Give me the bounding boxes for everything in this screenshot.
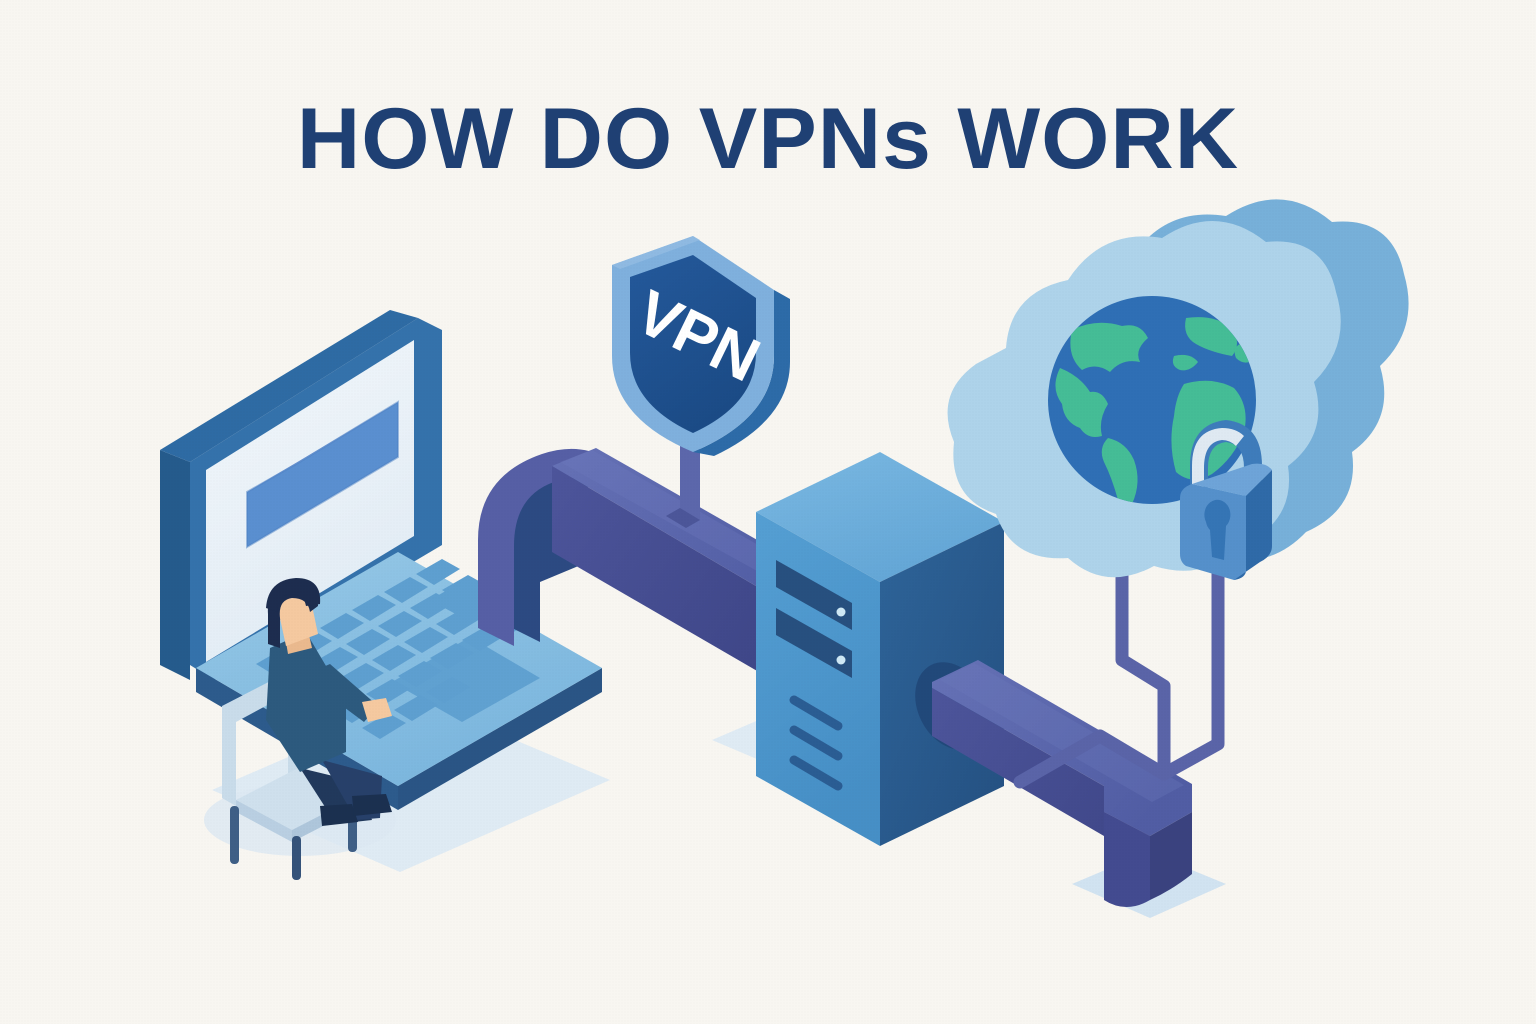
server-drive-bay-2 [776, 608, 852, 678]
laptop-lid-bezel-edge [160, 310, 418, 462]
person-shoe-back [320, 804, 358, 826]
shield-face [630, 255, 756, 433]
person-shoe-front [352, 794, 392, 816]
tunnel-mouth-rim [478, 448, 606, 646]
tunnel-foot-side [1150, 812, 1192, 900]
server-drive-bay-1 [776, 560, 852, 630]
envelope-outline [246, 400, 399, 549]
padlock-shackle-inner [1192, 428, 1244, 510]
laptop-lid-back [160, 450, 190, 680]
user-workstation [160, 310, 602, 880]
chair-leg-front-right [292, 836, 301, 880]
envelope-icon [246, 400, 399, 549]
shield-rim-highlight [612, 236, 700, 269]
padlock-body-side [1234, 470, 1272, 580]
server-led-1 [836, 607, 846, 617]
person-hand [362, 698, 392, 722]
server-vents [789, 695, 843, 791]
tunnel-top-face-right [932, 660, 1192, 836]
laptop-screen-assembly [160, 310, 442, 680]
page-title: HOW DO VPNs WORK [296, 91, 1240, 187]
envelope-body-right [348, 402, 398, 487]
globe-icon [1048, 296, 1256, 504]
shield-stem-shade [666, 508, 700, 528]
person-hair-top [266, 578, 321, 612]
shield-stem [666, 440, 700, 528]
person-face [276, 596, 318, 646]
server-front-face [756, 512, 880, 846]
chair-seat-edge [236, 800, 292, 842]
person-arm [302, 664, 378, 722]
server-led-2 [836, 655, 846, 665]
tunnel-foot-front [1104, 812, 1150, 907]
vpn-server [756, 452, 1004, 846]
connector-path-right [1157, 561, 1225, 781]
vpn-tunnel-right [932, 660, 1192, 907]
chair-back [222, 672, 302, 806]
tunnel-side-face-right [932, 688, 1150, 900]
shield-stem-bar [666, 440, 700, 528]
laptop-base-right-edge [398, 668, 602, 810]
padlock-keyhole [1204, 499, 1231, 560]
padlock-body-top [1192, 463, 1272, 496]
shield-depth-edge [693, 290, 790, 456]
internet-cloud [947, 199, 1409, 580]
tunnel-side-face-left [552, 466, 790, 690]
connector-path-left [1013, 555, 1171, 789]
server-top-face [756, 452, 1004, 582]
padlock-icon [1180, 420, 1272, 580]
vpn-shield: VPN [612, 236, 790, 456]
tunnel-highlight-right [940, 663, 1184, 802]
envelope-body [247, 432, 348, 547]
cloud-connector-lines [1013, 555, 1225, 789]
seated-person [266, 578, 392, 826]
chair-leg-front-left [230, 806, 239, 864]
